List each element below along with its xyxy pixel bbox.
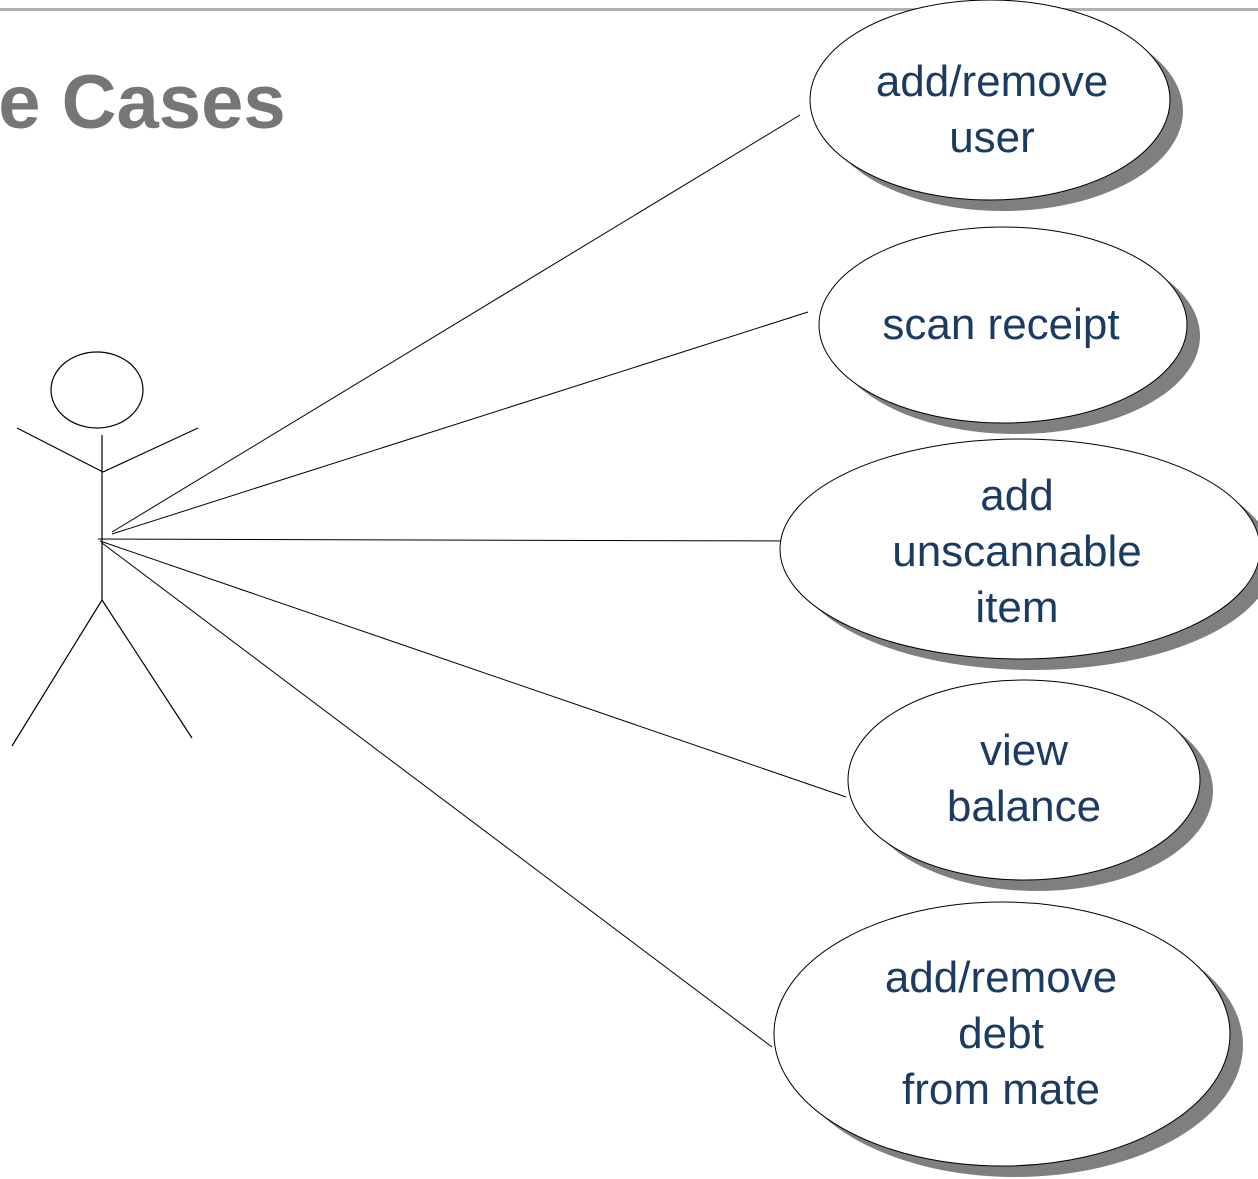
top-rule [0,8,1258,11]
association-line-scan-receipt [111,311,809,535]
actor-leg-right [101,599,193,739]
actor-arm-left [16,427,104,473]
association-line-add-unscannable-item [97,538,786,542]
use-case-label-scan-receipt: scan receipt [882,300,1120,349]
stick-figure-actor-icon [11,351,199,747]
use-case-label-view-balance: view balance [946,726,1102,831]
actor-leg-left [11,599,103,747]
use-case-label-add-unscannable-item: add unscannable item [892,471,1142,632]
association-lines [97,114,847,1048]
use-case-add-unscannable-item [779,438,1258,670]
actor-head [50,351,144,429]
page-title: se Cases [0,60,286,145]
use-case-scan-receipt [818,226,1200,434]
use-case-label-add-remove-debt: add/remove debt from mate [884,953,1118,1114]
association-line-view-balance [99,540,847,798]
use-case-label-add-remove-user: add/remove user [875,57,1109,162]
actor-arm-right [102,427,199,473]
association-line-add-remove-user [111,114,801,533]
use-case-add-remove-debt [773,901,1243,1177]
use-case-add-remove-user [809,0,1183,211]
use-case-view-balance [847,679,1213,891]
association-line-add-remove-debt [101,542,773,1048]
